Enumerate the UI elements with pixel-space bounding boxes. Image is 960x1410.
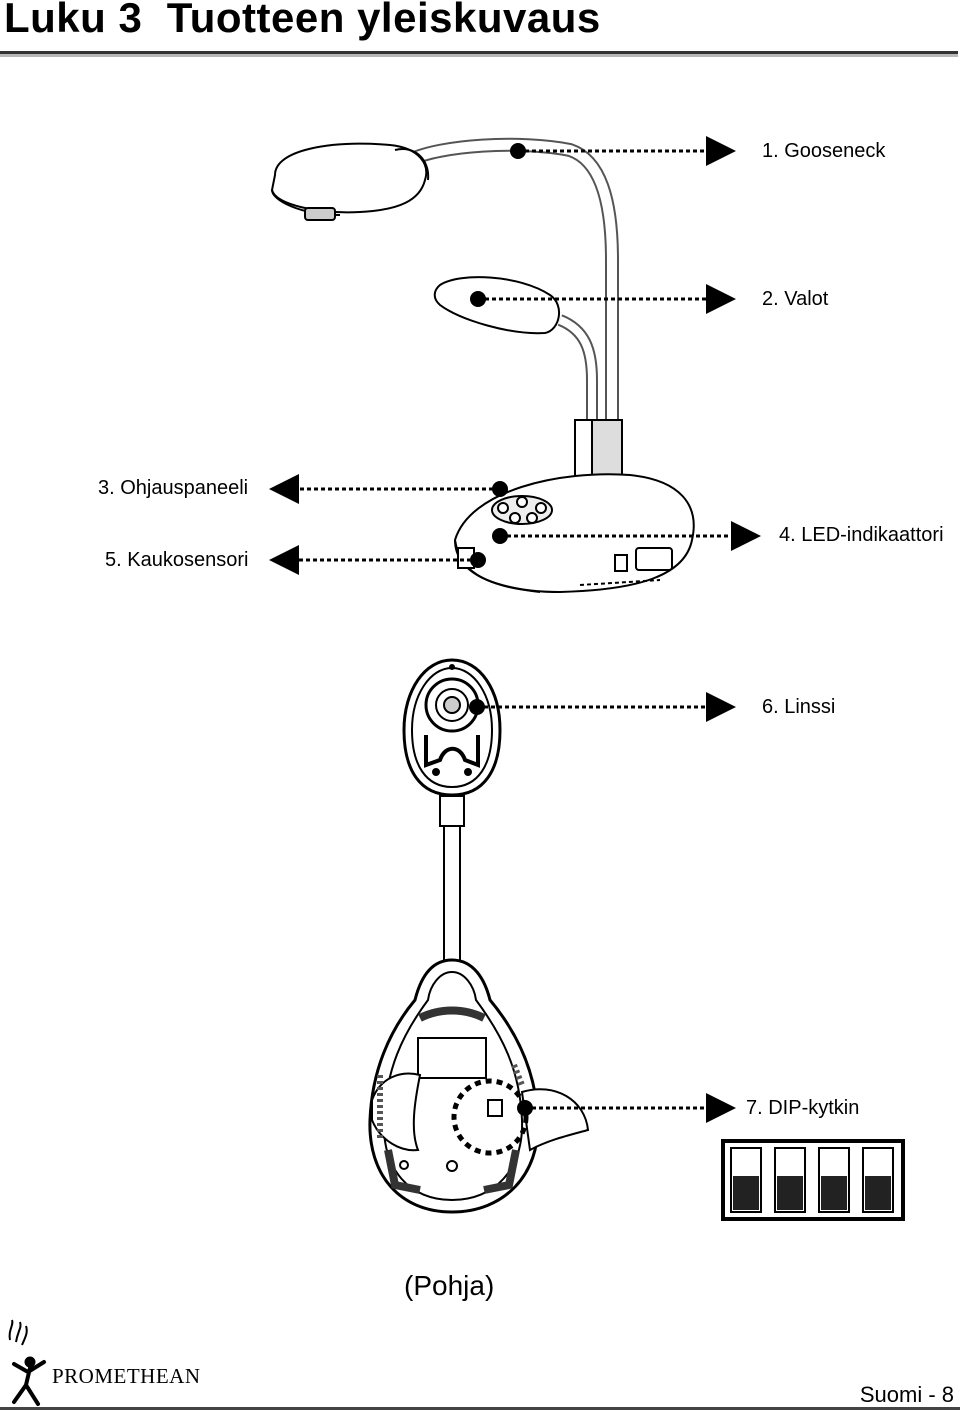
callout-dots-bottom <box>469 699 533 1116</box>
callout-control-panel: 3. Ohjauspaneeli <box>98 477 249 499</box>
page-title: Luku 3 Tuotteen yleiskuvaus <box>4 0 601 42</box>
callout-leaders-top <box>269 136 761 575</box>
title-underline <box>0 51 958 54</box>
callout-lights: 2. Valot <box>762 288 829 310</box>
bottom-view-caption: (Pohja) <box>404 1270 495 1301</box>
camera-bottom-view <box>368 658 590 1214</box>
dip-switch-diagram <box>721 1139 905 1221</box>
dip-switch-lever <box>821 1176 847 1210</box>
promethean-logo-icon <box>8 1319 46 1406</box>
camera-side-view <box>270 137 695 594</box>
chapter-number: Luku 3 <box>4 0 143 41</box>
callout-dots-top <box>470 143 526 568</box>
dip-switch-lever <box>733 1176 759 1210</box>
chapter-title: Tuotteen yleiskuvaus <box>166 0 601 41</box>
callout-leaders-bottom <box>477 692 736 1123</box>
title-underline-shadow <box>0 54 958 57</box>
callout-led-indicator: 4. LED-indikaattori <box>779 524 944 546</box>
brand-logo-text: PROMETHEAN <box>52 1364 201 1388</box>
callout-remote-sensor: 5. Kaukosensori <box>105 549 249 571</box>
callout-gooseneck: 1. Gooseneck <box>762 140 886 162</box>
dip-switch-lever <box>777 1176 803 1210</box>
callout-dip-switch: 7. DIP-kytkin <box>746 1097 860 1119</box>
page-number: Suomi - 8 <box>859 1382 954 1407</box>
callout-lens: 6. Linssi <box>762 696 836 718</box>
dip-switch-lever <box>865 1176 891 1210</box>
footer-rule <box>0 1407 960 1410</box>
